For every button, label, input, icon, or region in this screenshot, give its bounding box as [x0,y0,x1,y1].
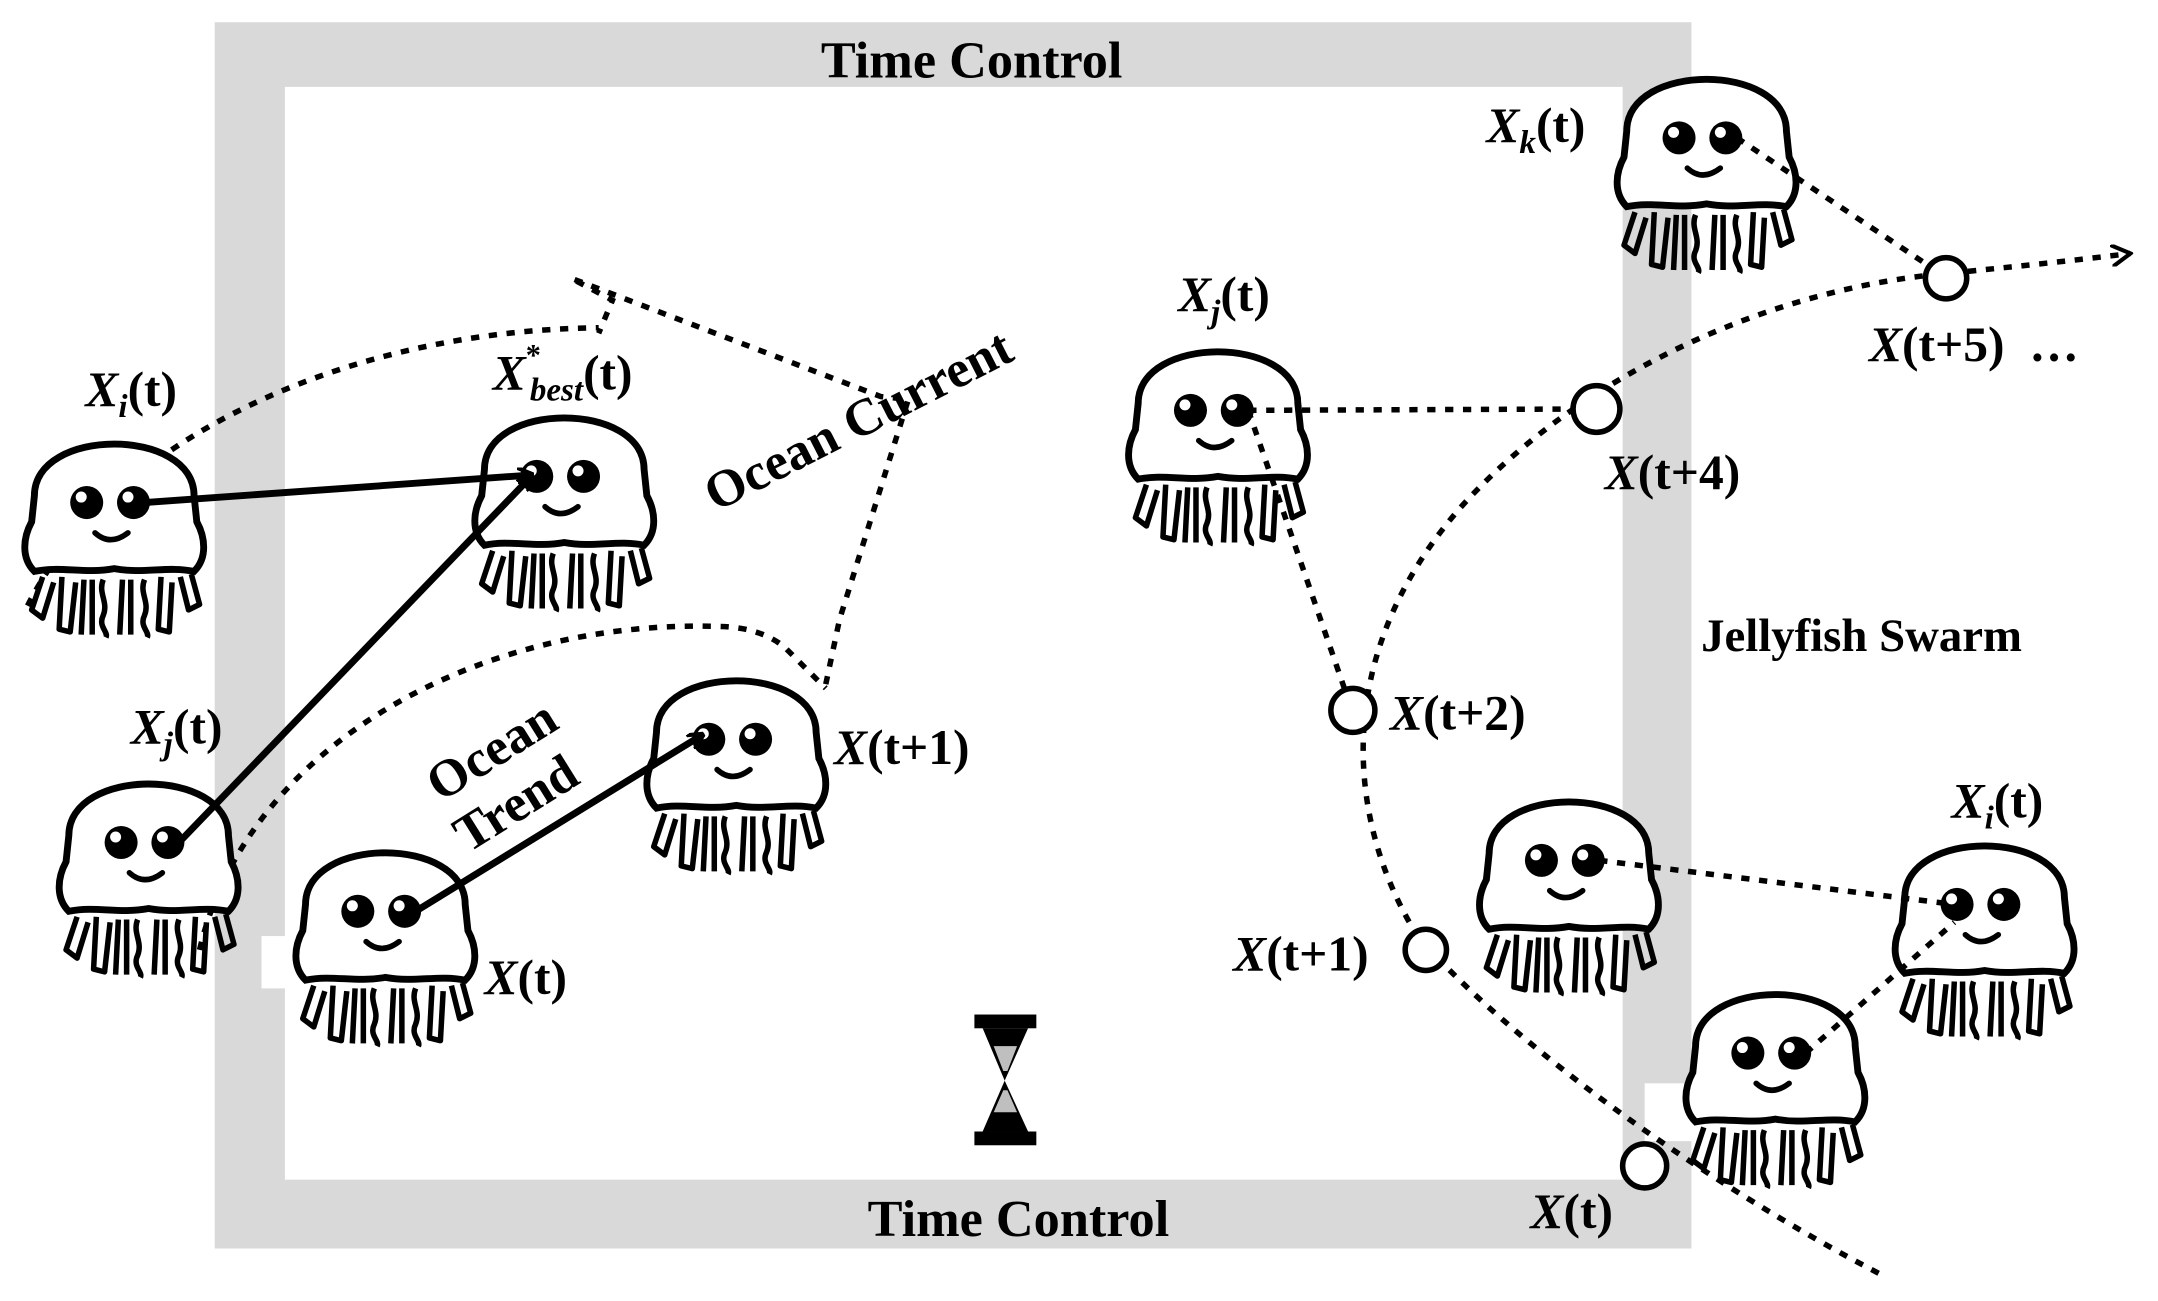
jellyfish-xi-right-icon [1895,846,2074,1039]
marker-xt5 [1922,254,1970,302]
label-xt2: X(t+2) [1388,686,1526,741]
label-xj-right: Xj(t) [1176,267,1270,330]
arrow-xt-to-xt1 [413,735,702,915]
marker-xt1 [1402,926,1450,974]
marker-xt4 [1570,382,1623,436]
svg-text:Xj(t): Xj(t) [129,699,223,762]
svg-text:X(t+1): X(t+1) [832,720,970,775]
label-xt1-left: X(t+1) [832,720,970,775]
svg-text:X(t): X(t) [482,950,567,1005]
arrow-xj-to-best [176,476,531,845]
svg-text:X(t): X(t) [1528,1184,1613,1239]
label-xt-left: X(t) [482,950,567,1005]
marker-xt [1619,1141,1670,1191]
jellyfish-xi-icon [25,444,204,637]
link-xk-to-xt5 [1735,135,1945,278]
time-control-top-label: Time Control [821,31,1123,89]
svg-text:Xj(t): Xj(t) [1176,267,1270,330]
link-swarma-to-xi [1598,857,1955,908]
time-control-bottom-label: Time Control [868,1190,1170,1248]
arrow-xi-to-best [144,475,532,506]
link-xj-to-xt4 [1248,406,1594,414]
svg-text:X(t+4): X(t+4) [1603,445,1741,500]
svg-text:Xi(t): Xi(t) [1950,774,2044,837]
label-xt1-right: X(t+1) [1231,926,1369,981]
hourglass-icon [974,1014,1037,1146]
inner-area [284,86,1623,1180]
svg-text:X*best(t): X*best(t) [491,338,633,409]
label-xi-right: Xi(t) [1950,774,2044,837]
svg-text:Xk(t): Xk(t) [1484,98,1585,161]
frame-notch-left [261,936,290,989]
svg-text:Xi(t): Xi(t) [83,362,177,425]
svg-text:X(t+2): X(t+2) [1388,686,1526,741]
label-xbest: X*best(t) [491,338,633,409]
link-swarmb-to-xi [1803,920,1957,1056]
label-xt-right: X(t) [1528,1184,1613,1239]
label-xt5: X(t+5)… [1867,317,2079,372]
jellyfish-swarm-label: Jellyfish Swarm [1701,610,2022,662]
marker-xt2 [1328,685,1378,736]
xi-dotted-arc [25,325,599,608]
svg-text:X(t+5)…: X(t+5)… [1867,317,2079,372]
label-xi-left: Xi(t) [83,362,177,425]
trajectory-curve [1360,253,2130,1276]
ocean-current-arrow [569,275,912,685]
label-xt4: X(t+4) [1603,445,1741,500]
label-xk: Xk(t) [1484,98,1585,161]
svg-text:X(t+1): X(t+1) [1231,926,1369,981]
label-xj-left: Xj(t) [129,699,223,762]
